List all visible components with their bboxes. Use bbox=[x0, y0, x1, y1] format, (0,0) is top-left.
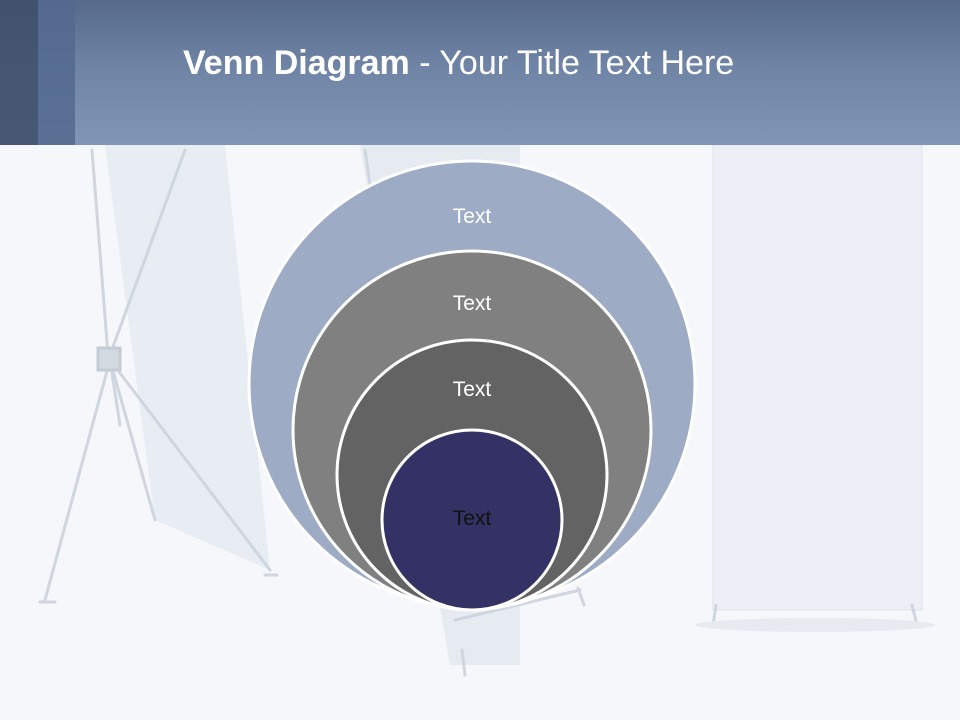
venn-label-second: Text bbox=[452, 292, 492, 315]
slide-title: Venn Diagram - Your Title Text Here bbox=[183, 40, 734, 86]
venn-label-inner: Text bbox=[452, 507, 492, 530]
venn-label-third: Text bbox=[452, 378, 492, 401]
venn-ring-inner bbox=[380, 428, 564, 612]
slide-title-bold: Venn Diagram bbox=[183, 44, 410, 82]
header-accent-stripe bbox=[0, 0, 38, 145]
header-accent-stripe bbox=[38, 0, 75, 145]
title-bar: Venn Diagram - Your Title Text Here bbox=[0, 0, 960, 145]
venn-label-outer: Text bbox=[452, 205, 492, 228]
slide-title-rest: - Your Title Text Here bbox=[409, 44, 735, 82]
